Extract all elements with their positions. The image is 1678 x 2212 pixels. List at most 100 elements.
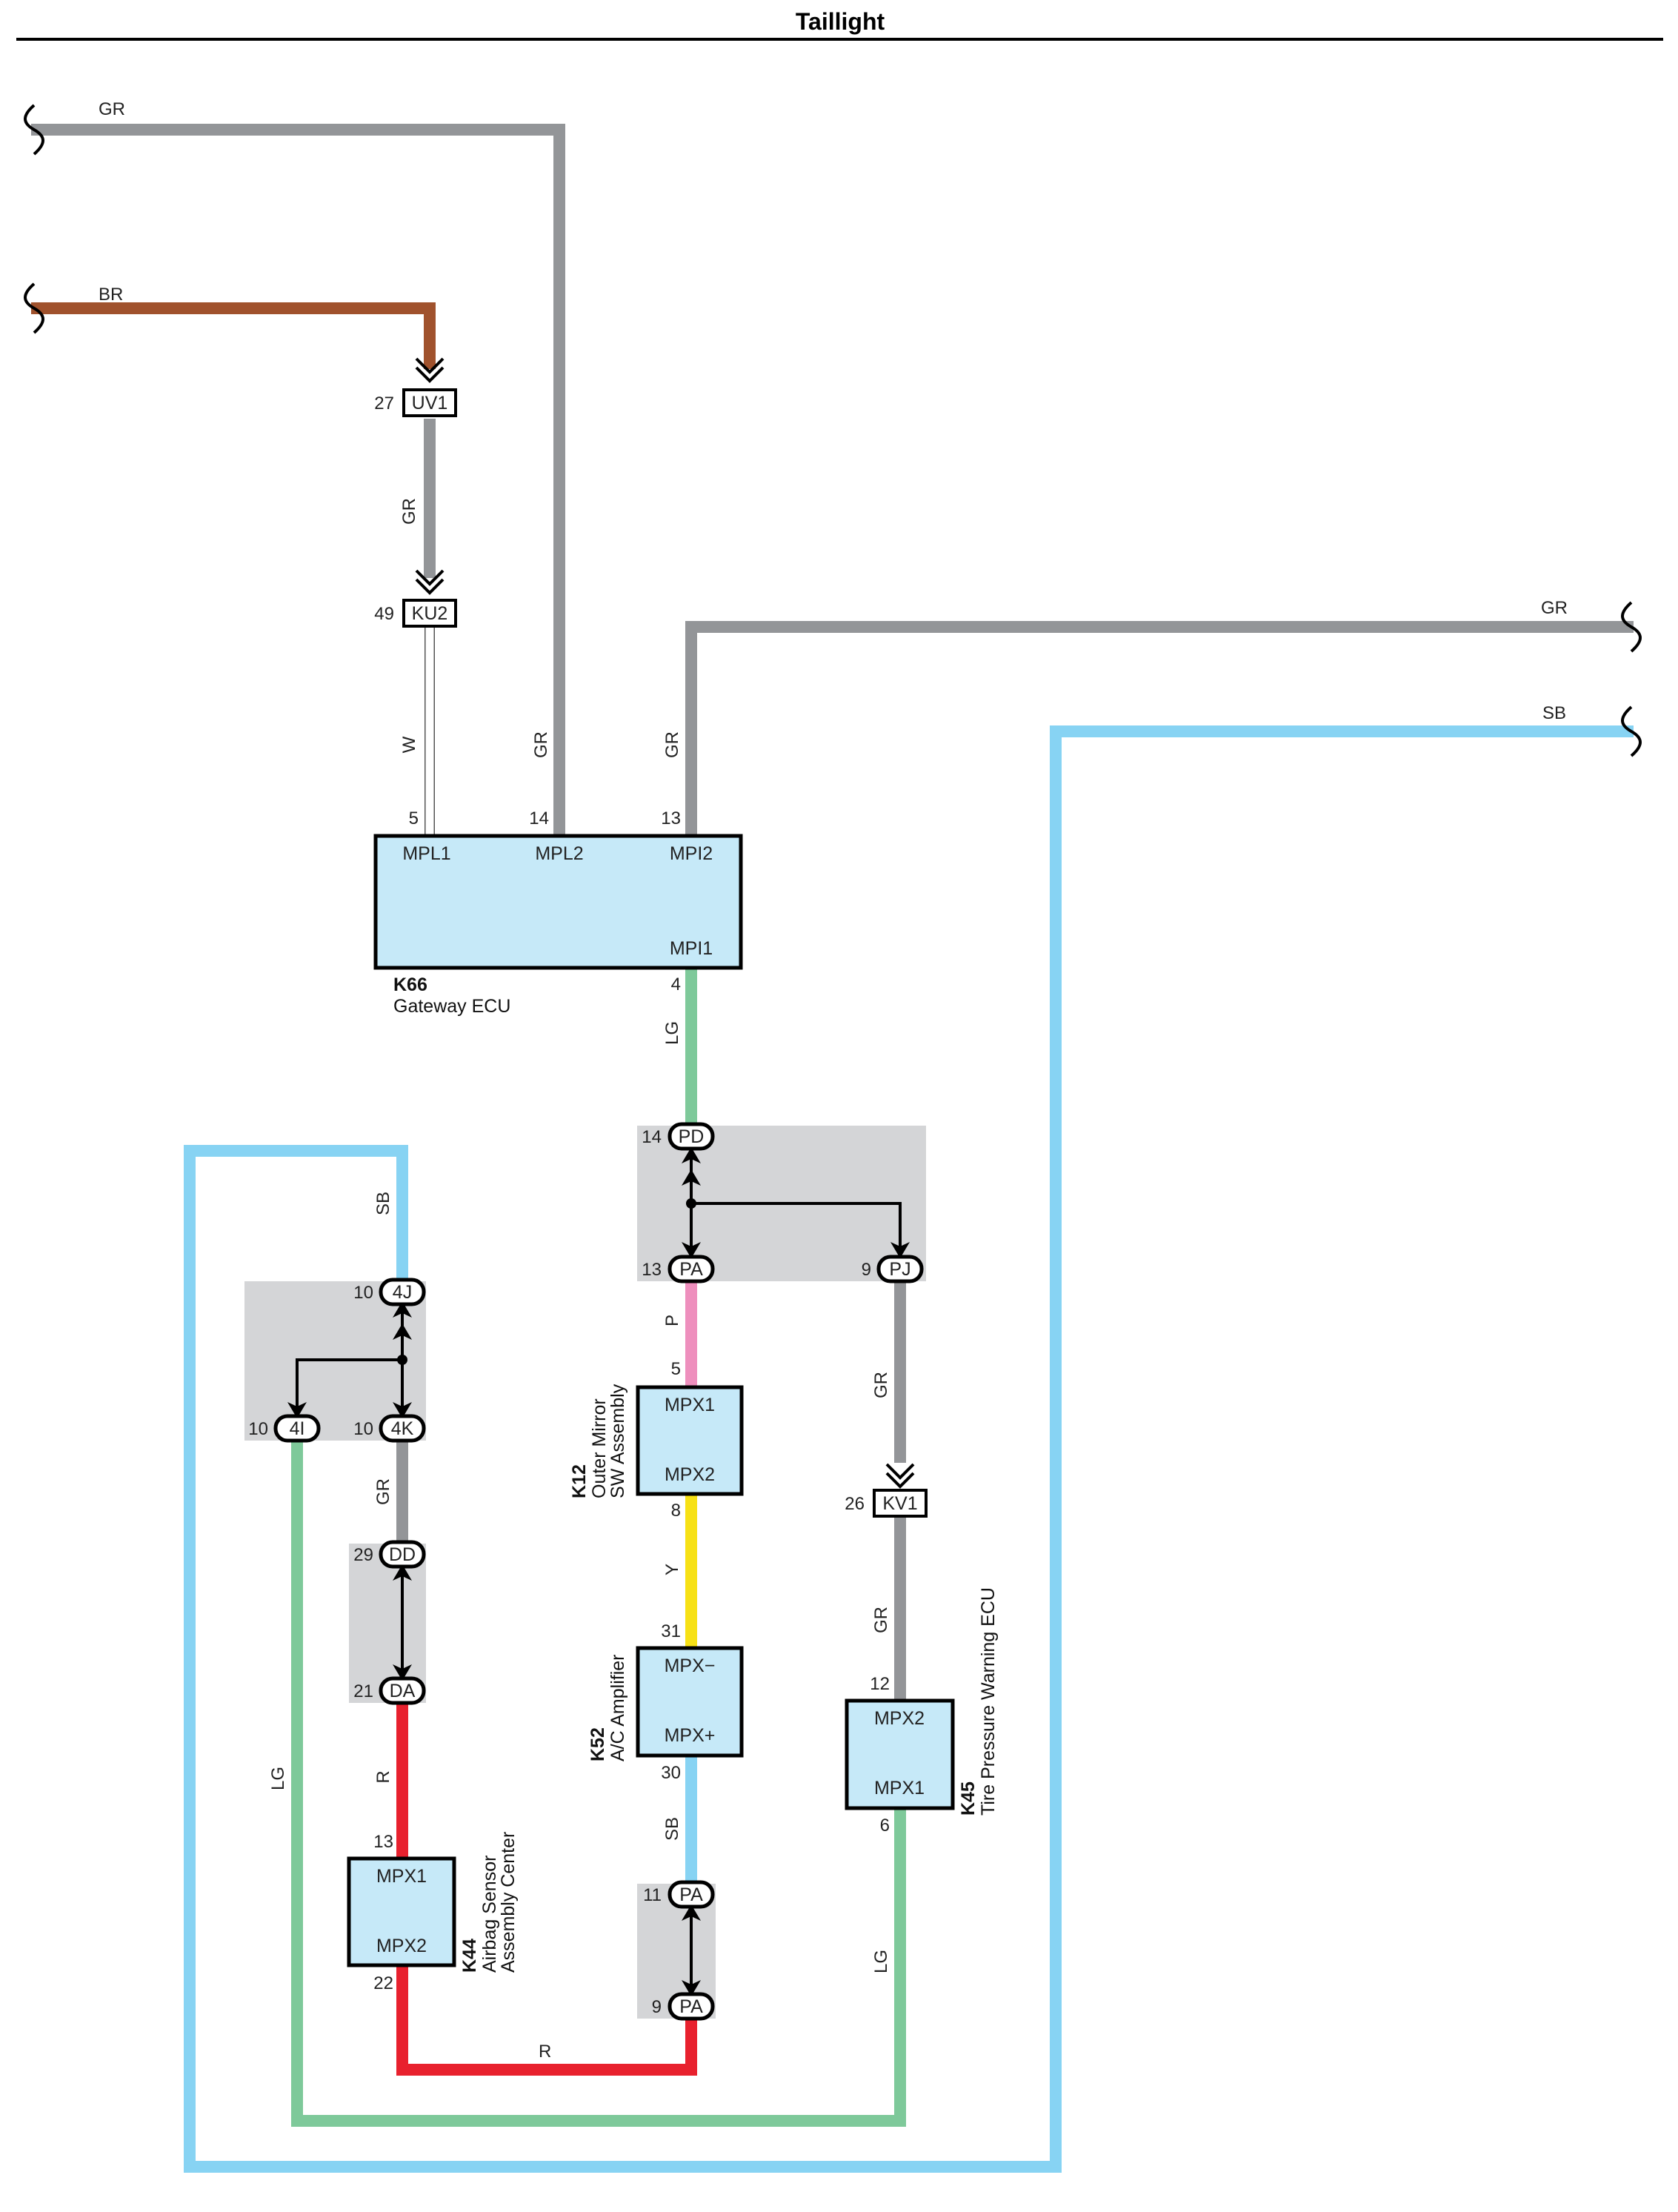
k66-code: K66 [393,974,427,995]
k45-pin-top: 12 [870,1674,890,1694]
junction-pd-name: PD [679,1126,705,1147]
wire-break-icon [24,104,44,156]
connector-kv1 [873,1489,928,1518]
component-k45 [845,1698,955,1810]
junction-4k-pin: 10 [353,1419,373,1439]
wire-gr-top-left [31,124,565,836]
junction-da-name: DA [390,1681,416,1701]
wire-label: R [373,1770,393,1783]
k66-terminal-mpl1: MPL1 [402,843,450,864]
junction-dd-name: DD [389,1544,416,1565]
wire-sb-loop [184,725,1634,2173]
wire-label: W [399,736,419,753]
wire-label: SB [662,1817,682,1841]
wire-label: LG [871,1950,891,1973]
connector-kv1-pin: 26 [845,1494,865,1514]
diagram-title: Taillight [796,8,885,35]
junction-4j-name: 4J [393,1282,412,1303]
k44-name-line2: Assembly Center [498,1832,519,1973]
connector-ku2-name: KU2 [412,603,448,624]
junction-pj-pin: 9 [862,1260,871,1280]
k66-name: Gateway ECU [393,996,510,1017]
wire-label: P [662,1315,682,1326]
k52-label-group: K52 A/C Amplifier [587,1655,628,1761]
k52-pin-top: 31 [661,1621,681,1641]
junction-pa13-pin: 13 [642,1260,662,1280]
wire-label: GR [99,99,125,119]
k45-code: K45 [958,1781,979,1816]
component-k12 [636,1385,744,1496]
connector-ku2 [402,599,457,628]
connector-ku2-pin: 49 [374,604,394,624]
wire-label: BR [99,285,123,305]
splice-dot [686,1198,696,1209]
k52-terminal-bottom: MPX+ [665,1725,716,1746]
k45-name: Tire Pressure Warning ECU [978,1587,999,1816]
wire-label: GR [373,1478,393,1505]
wire-label: LG [268,1767,288,1790]
k45-label-group: K45 Tire Pressure Warning ECU [958,1587,999,1816]
wire-label: GR [871,1372,891,1398]
junction-pills [273,1122,924,2021]
k12-name-line1: Outer Mirror [589,1398,610,1498]
junction-pa13-name: PA [679,1259,703,1280]
wire-br [31,302,436,369]
k44-label-group: K44 Airbag Sensor Assembly Center [459,1832,519,1973]
connector-uv1 [402,388,457,417]
k66-terminal-mpi1: MPI1 [670,938,713,959]
k66-pin-mpi2: 13 [661,808,681,828]
junction-arrows [287,1147,910,1996]
k45-terminal-bottom: MPX1 [874,1778,925,1799]
splice-dot [397,1355,407,1365]
junction-pa11-pin: 11 [643,1885,662,1905]
k52-pin-bottom: 30 [661,1763,681,1783]
connector-kv1-name: KV1 [882,1493,917,1514]
k45-pin-bottom: 6 [880,1816,890,1836]
k52-code: K52 [587,1727,608,1761]
component-k52 [636,1646,744,1758]
wire-label: GR [662,731,682,758]
k45-terminal-top: MPX2 [874,1708,925,1729]
k12-name-line2: SW Assembly [607,1384,628,1498]
junction-dd-pin: 29 [353,1545,373,1565]
k66-pin-mpi1: 4 [671,974,681,994]
k44-terminal-bottom: MPX2 [376,1936,427,1956]
connector-uv1-name: UV1 [412,393,448,413]
k66-pin-mpl2: 14 [529,808,549,828]
k66-terminal-mpi2: MPI2 [670,843,713,864]
k12-pin-top: 5 [671,1359,681,1379]
wire-label: GR [871,1607,891,1633]
connector-uv1-pin: 27 [374,393,394,413]
k44-code: K44 [459,1939,480,1973]
wire-label: SB [373,1192,393,1215]
junction-pj-name: PJ [889,1259,910,1280]
wire-break-icon [24,282,44,334]
component-k44 [347,1856,456,1967]
k12-terminal-bottom: MPX2 [665,1464,715,1485]
wire-label: R [539,2042,551,2062]
wire-gr-right [685,621,1634,836]
k66-terminal-mpl2: MPL2 [535,843,583,864]
junction-pa11-name: PA [679,1884,703,1905]
wire-label: GR [1541,598,1568,618]
junction-da-pin: 21 [353,1681,373,1701]
k12-code: K12 [569,1464,590,1498]
k44-name-line1: Airbag Sensor [479,1856,500,1973]
wire-label: SB [1542,703,1566,723]
junction-block-dd [349,1544,426,1703]
k12-pin-bottom: 8 [671,1501,681,1521]
k66-pin-mpl1: 5 [409,808,419,828]
junction-4i-name: 4I [290,1418,305,1439]
wire-lg-loop [291,1441,906,2127]
wire-r-bottom [396,1965,697,2076]
junction-4i-pin: 10 [248,1419,268,1439]
junction-pd-pin: 14 [642,1127,662,1147]
wire-label: Y [662,1564,682,1575]
wire-break-icon [1621,705,1642,757]
k52-terminal-top: MPX− [665,1655,716,1676]
connector-chevron-icon [415,357,915,1489]
wire-break-icon [1621,601,1642,653]
k44-pin-top: 13 [373,1832,393,1852]
component-k66 [373,834,743,970]
junction-pa9-pin: 9 [652,1997,662,2017]
